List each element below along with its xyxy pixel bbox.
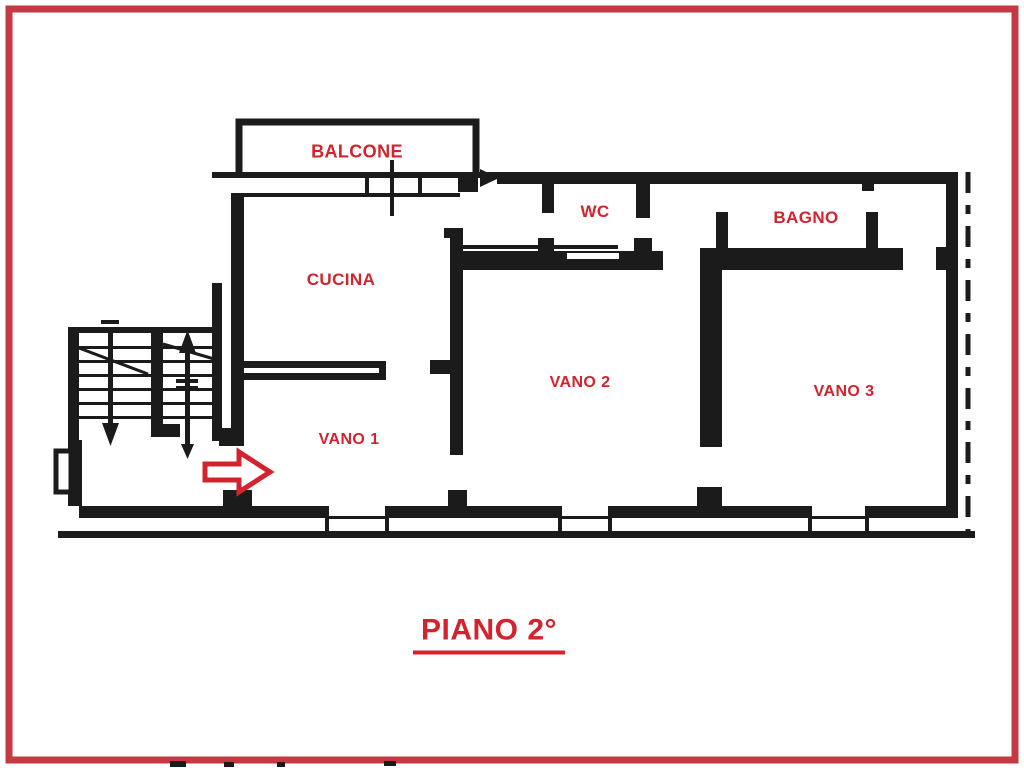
room-label-balcone: BALCONE (311, 141, 403, 162)
stair-treads-left (79, 346, 151, 419)
vano2-vano3-partition (700, 268, 722, 447)
room-label-vano2: VANO 2 (549, 374, 611, 391)
room-label-vano3: VANO 3 (813, 383, 875, 400)
wc-walls (455, 238, 663, 270)
room-label-bagno: BAGNO (773, 208, 839, 227)
south-windows (325, 506, 869, 532)
room-label-cucina: CUCINA (306, 270, 376, 289)
bagno-walls (700, 212, 903, 270)
stairs (68, 283, 232, 506)
floor-title: PIANO 2° (412, 614, 566, 655)
vano2-left-wall (430, 228, 463, 455)
west-wall (53, 440, 82, 506)
room-label-wc: WC (580, 202, 610, 221)
cucina-walls (219, 193, 386, 446)
entrance-arrow-icon (202, 447, 275, 497)
stairs-up-arrow-icon (176, 330, 198, 459)
room-label-vano1: VANO 1 (318, 431, 380, 448)
south-wall (79, 487, 958, 518)
east-wall (936, 172, 958, 506)
scan-artifacts (170, 761, 396, 767)
stairs-down-arrow-icon (101, 320, 119, 446)
door-mark-icon (480, 169, 499, 187)
north-wall (212, 160, 958, 218)
ground-line (58, 531, 975, 538)
balcony-outline (235, 118, 480, 174)
page-frame (5, 5, 1019, 764)
